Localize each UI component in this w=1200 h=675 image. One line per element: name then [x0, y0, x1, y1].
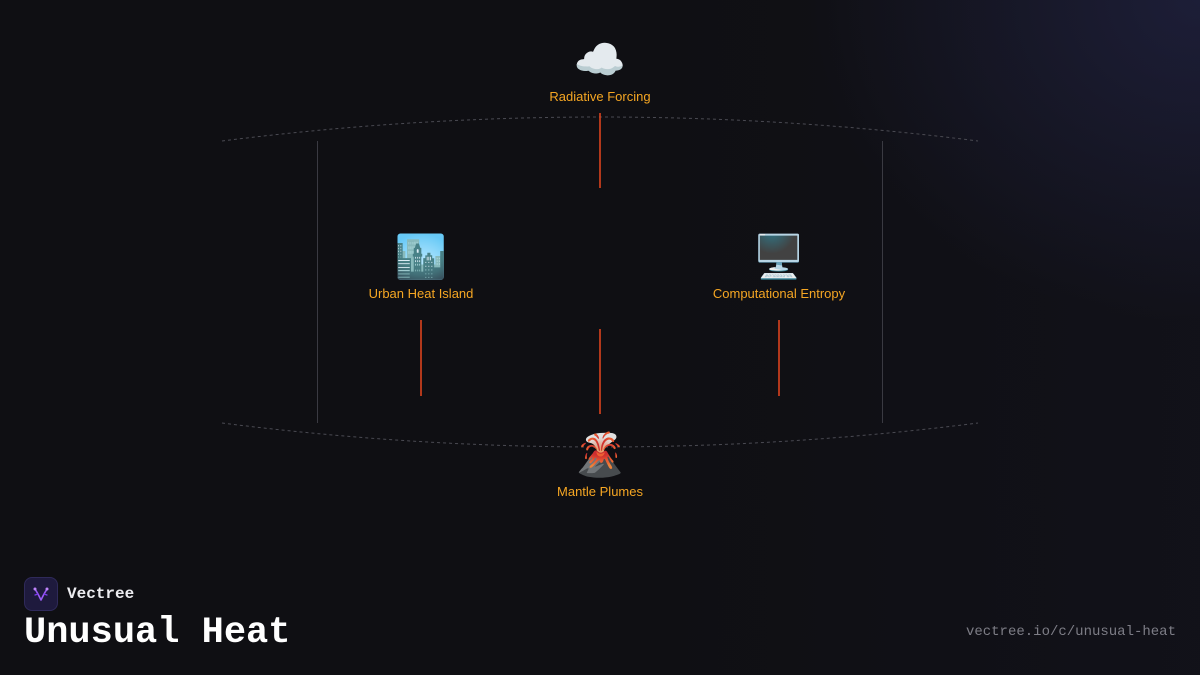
desktop-computer-icon: 🖥️	[752, 232, 806, 281]
node-radiative-forcing[interactable]: ☁️ Radiative Forcing	[549, 35, 651, 105]
cloud-icon: ☁️	[573, 35, 627, 84]
brand[interactable]: Vectree	[24, 577, 134, 611]
node-mantle-plumes[interactable]: 🌋 Mantle Plumes	[557, 430, 643, 500]
node-urban-heat-island[interactable]: 🏙️ Urban Heat Island	[368, 232, 474, 302]
node-computational-entropy[interactable]: 🖥️ Computational Entropy	[712, 232, 846, 302]
node-label: Mantle Plumes	[557, 484, 643, 499]
frame-bottom-arc	[221, 422, 979, 448]
page-title: Unusual Heat	[24, 612, 291, 654]
vectree-logo-icon	[24, 577, 58, 611]
volcano-icon: 🌋	[573, 430, 627, 479]
node-label: Radiative Forcing	[549, 89, 651, 104]
node-label: Urban Heat Island	[368, 286, 474, 301]
node-label: Computational Entropy	[712, 286, 846, 301]
cityscape-icon: 🏙️	[394, 232, 448, 281]
page-url[interactable]: vectree.io/c/unusual-heat	[965, 624, 1176, 640]
brand-name: Vectree	[67, 585, 135, 603]
